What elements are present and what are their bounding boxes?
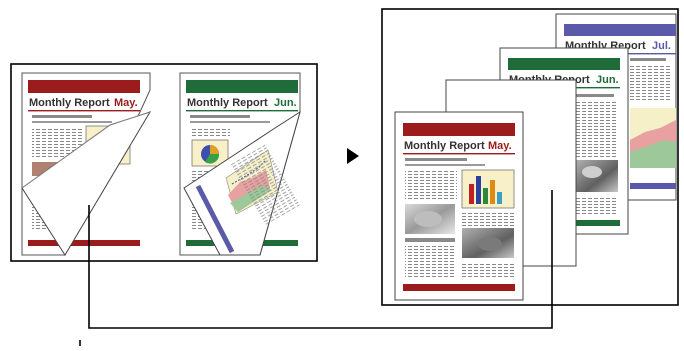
source-page-may: Monthly Report May. [21, 72, 152, 256]
page-month: Jun. [274, 97, 297, 109]
page-title: Monthly Report [187, 97, 268, 109]
pie-chart-icon [191, 139, 229, 167]
photo-icon [405, 204, 455, 234]
bar-chart-icon [461, 169, 515, 209]
source-page-jun: Monthly Report Jun. [179, 72, 301, 256]
header-bar [186, 80, 298, 93]
page-title: Monthly Report [29, 97, 110, 109]
callout-connector [88, 190, 553, 329]
page-title: Monthly Report [404, 140, 485, 152]
page-month: Jun. [596, 74, 619, 86]
page-month: May. [114, 97, 138, 109]
photo-icon [576, 160, 618, 192]
page-month: Jul. [652, 40, 671, 52]
photo-icon [462, 228, 514, 258]
page-month: May. [488, 140, 512, 152]
header-bar [28, 80, 140, 93]
output-page-may: Monthly Report May. [394, 111, 524, 301]
right-arrow-icon [347, 148, 359, 164]
output-frame: Monthly Report Jul. Monthly Report Jun. [381, 8, 679, 306]
source-sheet: Monthly Report May. Monthly Report Jun. [10, 63, 318, 262]
